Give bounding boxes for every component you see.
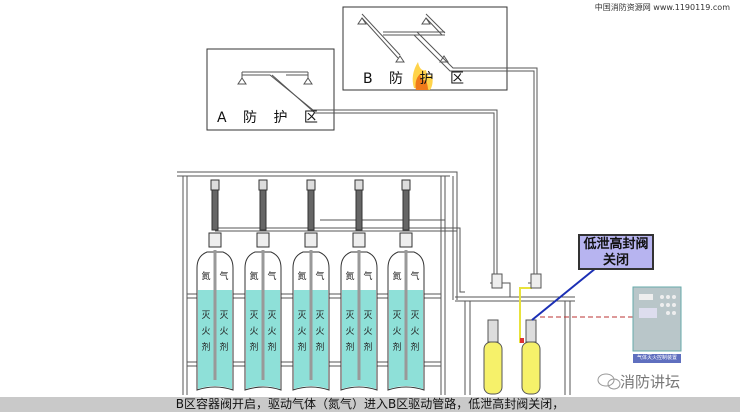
drive-valve-a bbox=[487, 319, 499, 343]
agent-label: 火 bbox=[297, 326, 306, 337]
callout-box: 低泄高封阀 关闭 bbox=[578, 234, 654, 270]
caption: B区容器阀开启，驱动气体（氮气）进入B区驱动管路，低泄高封阀关闭， bbox=[0, 397, 740, 412]
agent-label: 火 bbox=[363, 326, 372, 337]
agent-label: 剂 bbox=[249, 341, 258, 353]
agent-label: 剂 bbox=[363, 341, 372, 353]
drive-cylinder-a bbox=[483, 341, 503, 395]
source-watermark: 中国消防资源网 www.1190119.com bbox=[594, 3, 730, 12]
agent-label: 灭 bbox=[315, 310, 324, 321]
agent-label: 灭 bbox=[392, 310, 401, 321]
gas-label: 气 bbox=[315, 270, 324, 282]
agent-label: 火 bbox=[345, 326, 354, 337]
active-drive-line bbox=[519, 287, 532, 343]
zone-b-nozzle-pipe bbox=[357, 13, 538, 285]
agent-label: 火 bbox=[249, 326, 258, 337]
fire-icon bbox=[412, 62, 433, 90]
control-panel bbox=[632, 286, 682, 352]
callout-pointer bbox=[531, 267, 597, 321]
cylinder-rack bbox=[177, 171, 575, 395]
agent-label: 火 bbox=[219, 326, 228, 337]
gas-label: 气 bbox=[410, 270, 419, 282]
agent-cylinders: 氮气灭灭火火剂剂氮气灭灭火火剂剂氮气灭灭火火剂剂氮气灭灭火火剂剂氮气灭灭火火剂剂 bbox=[196, 179, 425, 391]
agent-label: 剂 bbox=[297, 341, 306, 353]
gas-label: 氮 bbox=[297, 270, 306, 282]
zone-b-label: B 防 护 区 bbox=[363, 71, 470, 87]
agent-label: 剂 bbox=[219, 341, 228, 353]
gas-label: 气 bbox=[267, 270, 276, 282]
zone-a-label: A 防 护 区 bbox=[217, 110, 324, 126]
agent-label: 剂 bbox=[345, 341, 354, 353]
agent-label: 剂 bbox=[392, 341, 401, 353]
brand-label: 消防讲坛 bbox=[620, 373, 681, 391]
gas-label: 气 bbox=[219, 270, 228, 282]
agent-label: 灭 bbox=[345, 310, 354, 321]
agent-label: 剂 bbox=[315, 341, 324, 353]
callout-line1: 低泄高封阀 bbox=[583, 237, 649, 252]
gas-label: 氮 bbox=[392, 270, 401, 282]
agent-label: 灭 bbox=[363, 310, 372, 321]
agent-label: 灭 bbox=[410, 310, 419, 321]
gas-label: 氮 bbox=[345, 270, 354, 282]
gas-label: 氮 bbox=[201, 270, 210, 282]
agent-cylinder: 氮气灭灭火火剂剂 bbox=[387, 179, 425, 391]
agent-label: 灭 bbox=[219, 310, 228, 321]
agent-label: 火 bbox=[392, 326, 401, 337]
control-panel-label: 气体灭火控制装置 bbox=[633, 354, 681, 363]
agent-label: 剂 bbox=[410, 341, 419, 353]
agent-label: 灭 bbox=[297, 310, 306, 321]
drive-cylinders bbox=[483, 273, 542, 395]
agent-cylinder: 氮气灭灭火火剂剂 bbox=[196, 179, 234, 391]
agent-cylinder: 氮气灭灭火火剂剂 bbox=[244, 179, 282, 391]
drive-cylinder-b bbox=[521, 341, 541, 395]
agent-label: 剂 bbox=[201, 341, 210, 353]
gas-label: 氮 bbox=[249, 270, 258, 282]
agent-label: 火 bbox=[267, 326, 276, 337]
agent-label: 灭 bbox=[201, 310, 210, 321]
agent-label: 火 bbox=[201, 326, 210, 337]
drive-valve-b bbox=[525, 319, 537, 343]
wechat-icon bbox=[597, 373, 621, 390]
agent-label: 灭 bbox=[267, 310, 276, 321]
zone-a-nozzle-pipe bbox=[237, 71, 498, 285]
agent-cylinder: 氮气灭灭火火剂剂 bbox=[340, 179, 378, 391]
agent-label: 灭 bbox=[249, 310, 258, 321]
agent-label: 火 bbox=[315, 326, 324, 337]
agent-cylinder: 氮气灭灭火火剂剂 bbox=[292, 179, 330, 391]
agent-label: 火 bbox=[410, 326, 419, 337]
gas-label: 气 bbox=[363, 270, 372, 282]
low-leak-valve bbox=[520, 338, 524, 343]
callout-line2: 关闭 bbox=[602, 253, 629, 268]
agent-label: 剂 bbox=[267, 341, 276, 353]
zone-a-box bbox=[206, 48, 335, 131]
